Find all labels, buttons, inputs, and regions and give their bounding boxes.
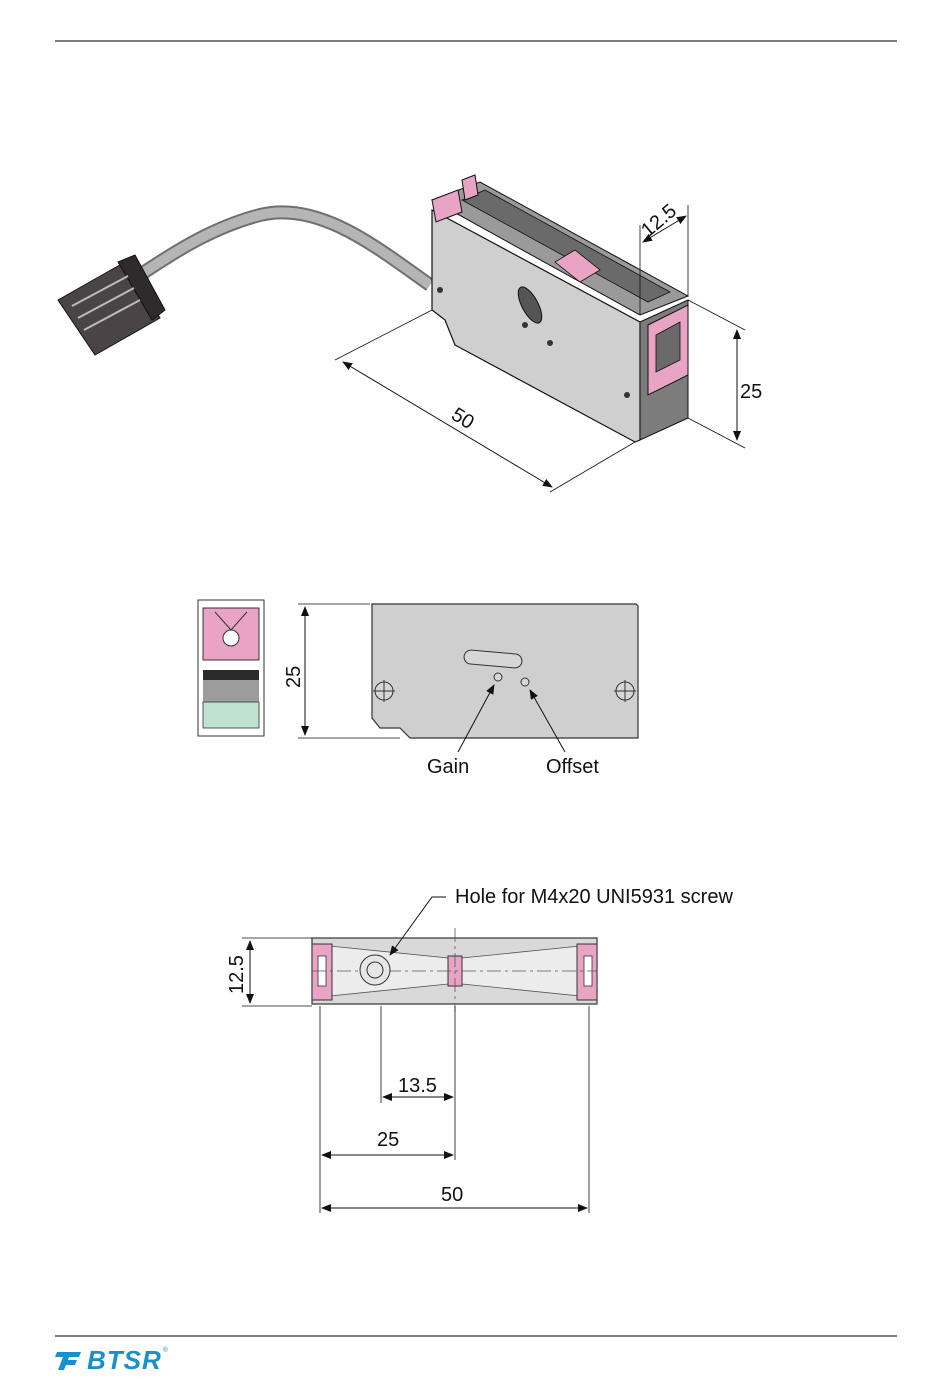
- top-dim-total: 50: [441, 1184, 463, 1206]
- thread-guide-left: [432, 190, 462, 222]
- top-dim-hole-offset: 13.5: [398, 1075, 437, 1097]
- top-view: Hole for M4x20 UNI5931 screw 12.5 13.5 2…: [226, 886, 733, 1213]
- offset-trimmer: [521, 678, 529, 686]
- front-dim-height: 25: [283, 666, 305, 688]
- registered-mark: ®: [163, 1347, 168, 1354]
- iso-dim-height: 25: [740, 381, 762, 403]
- isometric-view: 50 25 12.5: [58, 175, 762, 492]
- note-hole: Hole for M4x20 UNI5931 screw: [455, 886, 733, 908]
- label-offset: Offset: [546, 756, 599, 778]
- top-dim-width: 12.5: [226, 955, 248, 994]
- bottom-rule: [55, 1335, 897, 1337]
- end-view: [198, 600, 264, 736]
- front-view-plate: [372, 604, 638, 738]
- gain-trimmer: [494, 673, 502, 681]
- brand-mark-icon: [55, 1348, 83, 1372]
- brand-logo: BTSR ®: [55, 1347, 168, 1373]
- iso-dim-depth: 12.5: [637, 200, 681, 242]
- iso-dim-length: 50: [447, 404, 478, 434]
- brand-name: BTSR: [87, 1345, 162, 1376]
- mounting-hole: [360, 955, 390, 985]
- front-view: Gain Offset 25: [283, 604, 638, 778]
- label-gain: Gain: [427, 756, 469, 778]
- top-dim-center: 25: [377, 1129, 399, 1151]
